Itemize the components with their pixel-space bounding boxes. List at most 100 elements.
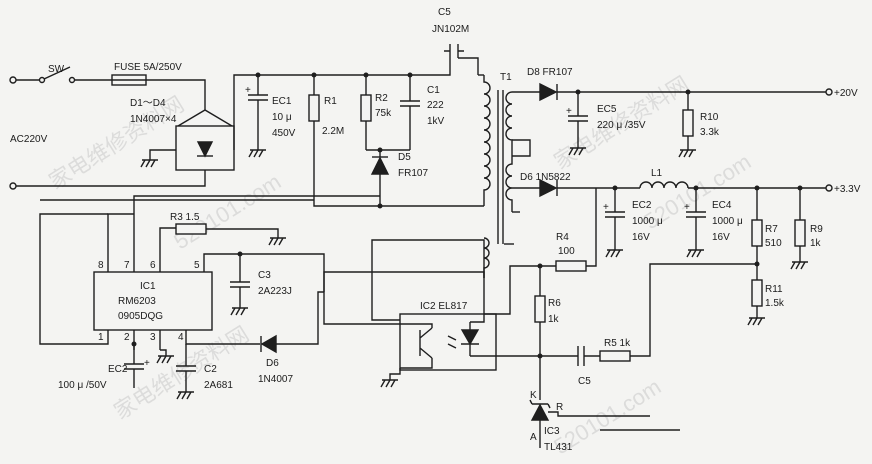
sw-label: SW [48,64,65,75]
c3-value: 2A223J [258,286,292,297]
d8-label: D8 FR107 [527,67,573,78]
c2-capacitor [176,344,196,392]
output-3v3: D6 1N5822 L1 +3.3V + EC2 1000 μ 16V + EC… [520,168,861,326]
pin-4: 4 [178,332,184,343]
ground-icon [248,149,266,158]
c1-label: C1 [427,85,440,96]
c5-top-capacitor [430,44,479,76]
r7-label: R7 [765,224,778,235]
plus-sign: + [144,358,150,369]
wire [371,239,485,321]
ec1-voltage: 450V [272,128,296,139]
primary-snubber: + EC1 10 μ 450V R1 2.2M R2 75k C1 222 1k… [245,7,484,209]
wire [203,253,400,325]
pin-7: 7 [124,260,130,271]
c3-label: C3 [258,270,271,281]
c5top-label: C5 [438,7,451,18]
r11-value: 1.5k [765,298,785,309]
ec5-label: EC5 [597,104,617,115]
wire [206,228,279,238]
r10-value: 3.3k [700,127,720,138]
pin-6: 6 [150,260,156,271]
d5-diode-icon [370,156,390,175]
wire [630,263,757,357]
switch-contact [38,76,46,84]
r7-value: 510 [765,238,782,249]
wire [313,196,380,207]
ec2top-voltage: 16V [632,232,650,243]
r9-value: 1k [810,238,822,249]
wire [314,195,484,207]
r10-resistor [682,109,694,137]
ic2-label: IC2 EL817 [420,301,468,312]
ec1-label: EC1 [272,96,292,107]
ec5-capacitor [568,92,588,148]
ec2-top-capacitor [605,188,625,250]
ic1-label: IC1 [140,281,156,292]
r4-resistor [555,260,587,272]
l1-inductor [639,181,689,189]
ground-icon [568,147,586,156]
wire [39,213,108,345]
ground-icon [380,379,398,388]
d5-label: D5 [398,152,411,163]
r3-label: R3 1.5 [170,212,200,223]
ec5-value: 220 μ /35V [597,120,646,131]
out20-label: +20V [834,88,858,99]
wire [539,411,650,448]
ic3-label: IC3 [544,426,560,437]
c5top-value: JN102M [432,24,469,35]
ec2-bottom-capacitor [124,344,144,388]
wire [323,271,485,292]
d5-part: FR107 [398,168,428,179]
switch-contact [68,76,76,84]
d6-diode-icon [539,178,558,198]
ec4-label: EC4 [712,200,732,211]
phototransistor-icon [419,327,433,359]
d6top-label: D6 1N5822 [520,172,571,183]
pin-3: 3 [150,332,156,343]
wire [484,265,540,315]
pin-5: 5 [194,260,200,271]
wire [389,368,401,380]
c5-capacitor [540,346,600,366]
ec2top-value: 1000 μ [632,216,663,227]
k-label: K [530,390,537,401]
c1-voltage: 1kV [427,116,445,127]
ground-icon [140,159,158,168]
ground-icon [678,149,696,158]
ec1-value: 10 μ [272,112,292,123]
tl431-icon [530,403,550,421]
junction [255,72,261,78]
ground-icon [176,391,194,400]
r7-resistor [751,219,763,247]
wire [16,170,206,187]
wire [540,188,597,267]
c3-capacitor [230,254,250,308]
r3-resistor [175,223,207,235]
wire [107,213,134,272]
wire [512,139,531,157]
c5-label: C5 [578,376,591,387]
wire [159,227,176,272]
ac-label: AC220V [10,134,48,145]
junction [407,72,413,78]
r5-resistor [599,350,631,362]
ec2-value: 100 μ /50V [58,380,107,391]
r11-resistor [751,279,763,307]
junction [311,72,317,78]
r2-label: R2 [375,93,388,104]
wire [276,291,324,345]
ground-icon [156,355,174,364]
ic1-part: RM6203 [118,296,156,307]
controller-ic1: IC1 RM6203 0905DQG 8 7 6 5 1 2 3 4 R3 1.… [39,195,485,400]
ac-terminal-top [9,76,17,84]
r1-label: R1 [324,96,337,107]
ec2-label: EC2 [108,364,128,375]
watermark-text: 家电维修资料网 [44,91,188,194]
transformer-core [497,90,504,244]
pin-1: 1 [98,332,104,343]
c2-value: 2A681 [204,380,233,391]
light-arrows [447,335,457,349]
fuse-label: FUSE 5A/250V [114,62,182,73]
